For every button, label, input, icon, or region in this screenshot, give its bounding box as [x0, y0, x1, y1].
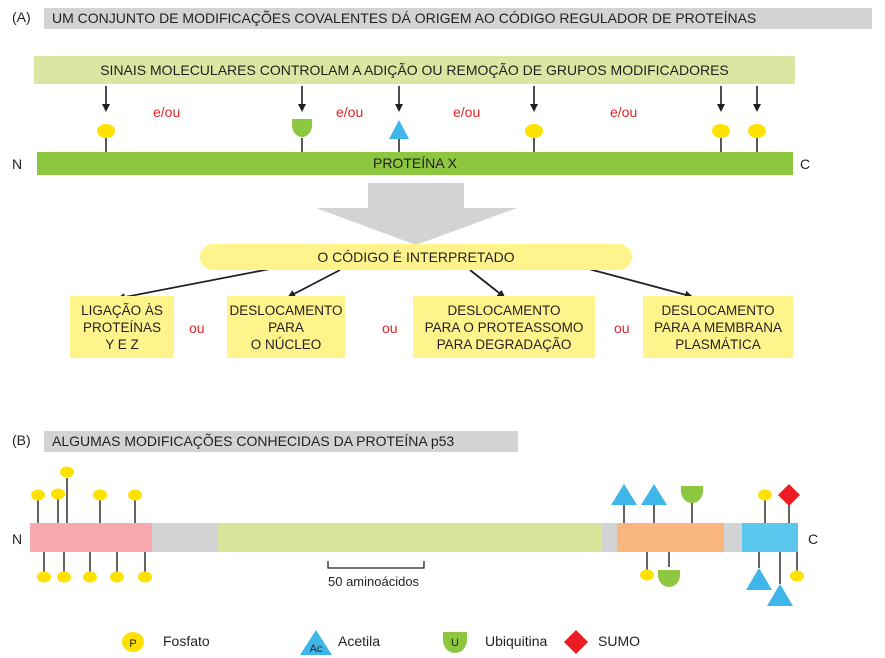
outcome-line: PROTEÍNAS [82, 319, 161, 335]
signals-label: SINAIS MOLECULARES CONTROLAM A ADIÇÃO OU… [34, 56, 795, 84]
panel-b-title: ALGUMAS MODIFICAÇÕES CONHECIDAS DA PROTE… [44, 431, 518, 452]
phosphate-icon [758, 489, 772, 501]
outcome-line: PARA A MEMBRANA [653, 319, 783, 335]
phosphate-icon [110, 571, 124, 583]
protein-x-c-terminal: C [800, 156, 811, 172]
p53-domain-blue [742, 523, 798, 552]
phosphate-icon [60, 466, 74, 478]
outcome-proteasome: DESLOCAMENTO PARA O PROTEASSOMO PARA DEG… [413, 296, 595, 358]
outcome-line: LIGAÇÃO ÀS [81, 302, 163, 318]
or-label-1: ou [189, 320, 205, 336]
legend-acetyl-label: Acetila [338, 633, 381, 649]
code-interpreted-label: O CÓDIGO É INTERPRETADO [200, 244, 632, 270]
conjunction-2: e/ou [336, 104, 364, 120]
phosphate-icon [525, 124, 543, 138]
outcome-arrow [117, 267, 276, 301]
outcome-line: O NÚCLEO [250, 336, 322, 352]
p53-domain-grey [152, 523, 218, 552]
legend-ubiquitin-label: Ubiquitina [485, 633, 548, 649]
sumo-icon [564, 630, 588, 654]
p53-c-terminal: C [808, 531, 819, 547]
phosphate-icon [57, 571, 71, 583]
or-label-3: ou [614, 320, 630, 336]
panel-b-letter: (B) [12, 432, 31, 448]
acetyl-icon [746, 568, 772, 590]
protein-x-bar: PROTEÍNA X [37, 152, 793, 175]
conjunction-1: e/ou [153, 104, 181, 120]
phosphate-icon [37, 571, 51, 583]
acetyl-symbol: Ac [310, 643, 323, 655]
conjunction-3: e/ou [453, 104, 481, 120]
p53-stems [37, 478, 798, 584]
phosphate-icon [138, 571, 152, 583]
panel-a-letter: (A) [12, 9, 31, 25]
outcome-arrow [584, 267, 693, 299]
phosphate-icon [128, 489, 142, 501]
phosphate-icon [640, 569, 654, 581]
p53-domain-lightgreen [218, 523, 602, 552]
outcome-line: PARA O PROTEASSOMO [424, 319, 584, 335]
or-label-2: ou [382, 320, 398, 336]
signal-arrows [102, 86, 761, 112]
outcome-line: PARA [268, 319, 304, 335]
panel-a-title: UM CONJUNTO DE MODIFICAÇÕES COVALENTES D… [44, 8, 872, 29]
phosphate-symbol: P [129, 638, 136, 650]
outcome-nucleus: DESLOCAMENTO PARA O NÚCLEO [227, 296, 345, 358]
legend-symbols: P Ac U [122, 630, 588, 655]
interpretation-arrow [316, 183, 517, 245]
acetyl-icon [611, 484, 637, 505]
phosphate-icon [51, 488, 65, 500]
outcome-arrow [287, 269, 341, 298]
phosphate-icon [712, 124, 730, 138]
outcome-line: DESLOCAMENTO [229, 302, 343, 318]
legend-phosphate-label: Fosfato [163, 633, 210, 649]
p53-domain-orange [617, 523, 724, 552]
panel-a-diagram [97, 86, 766, 301]
p53-domain-pink [30, 523, 152, 552]
outcome-line: PARA DEGRADAÇÃO [436, 336, 572, 352]
scale-bar-label: 50 aminoácidos [328, 574, 420, 589]
outcome-binding: LIGAÇÃO ÀS PROTEÍNAS Y E Z [70, 296, 174, 358]
ubiquitin-icon [658, 570, 680, 587]
conjunction-4: e/ou [610, 104, 638, 120]
phosphate-icon [97, 124, 115, 138]
acetyl-icon [641, 484, 667, 505]
outcome-arrows [117, 267, 693, 301]
sumo-icon [778, 484, 800, 506]
ubiquitin-icon [292, 119, 312, 137]
phosphate-icon [122, 632, 144, 652]
ubiquitin-symbol: U [451, 637, 459, 649]
outcome-arrow [469, 269, 506, 298]
phosphate-icon [748, 124, 766, 138]
outcome-line: Y E Z [105, 336, 139, 352]
p53-n-terminal: N [12, 531, 23, 547]
acetyl-icon [767, 584, 793, 606]
p53-domain-grey [602, 523, 617, 552]
phosphate-icon [83, 571, 97, 583]
ubiquitin-icon [681, 486, 703, 503]
outcome-line: DESLOCAMENTO [661, 302, 775, 318]
p53-domain-grey [724, 523, 742, 552]
outcome-membrane: DESLOCAMENTO PARA A MEMBRANA PLASMÁTICA [643, 296, 793, 358]
protein-x-n-terminal: N [12, 156, 23, 172]
scale-bar [327, 561, 425, 569]
modification-stems [105, 132, 758, 152]
outcome-line: DESLOCAMENTO [447, 302, 561, 318]
acetyl-icon [300, 630, 332, 655]
phosphate-icon [790, 570, 804, 582]
outcome-line: PLASMÁTICA [675, 336, 761, 352]
ubiquitin-icon [443, 632, 467, 653]
phosphate-icon [31, 489, 45, 501]
phosphate-icon [93, 489, 107, 501]
p53-diagram [30, 466, 804, 606]
legend-sumo-label: SUMO [598, 633, 640, 649]
acetyl-icon [389, 120, 409, 139]
